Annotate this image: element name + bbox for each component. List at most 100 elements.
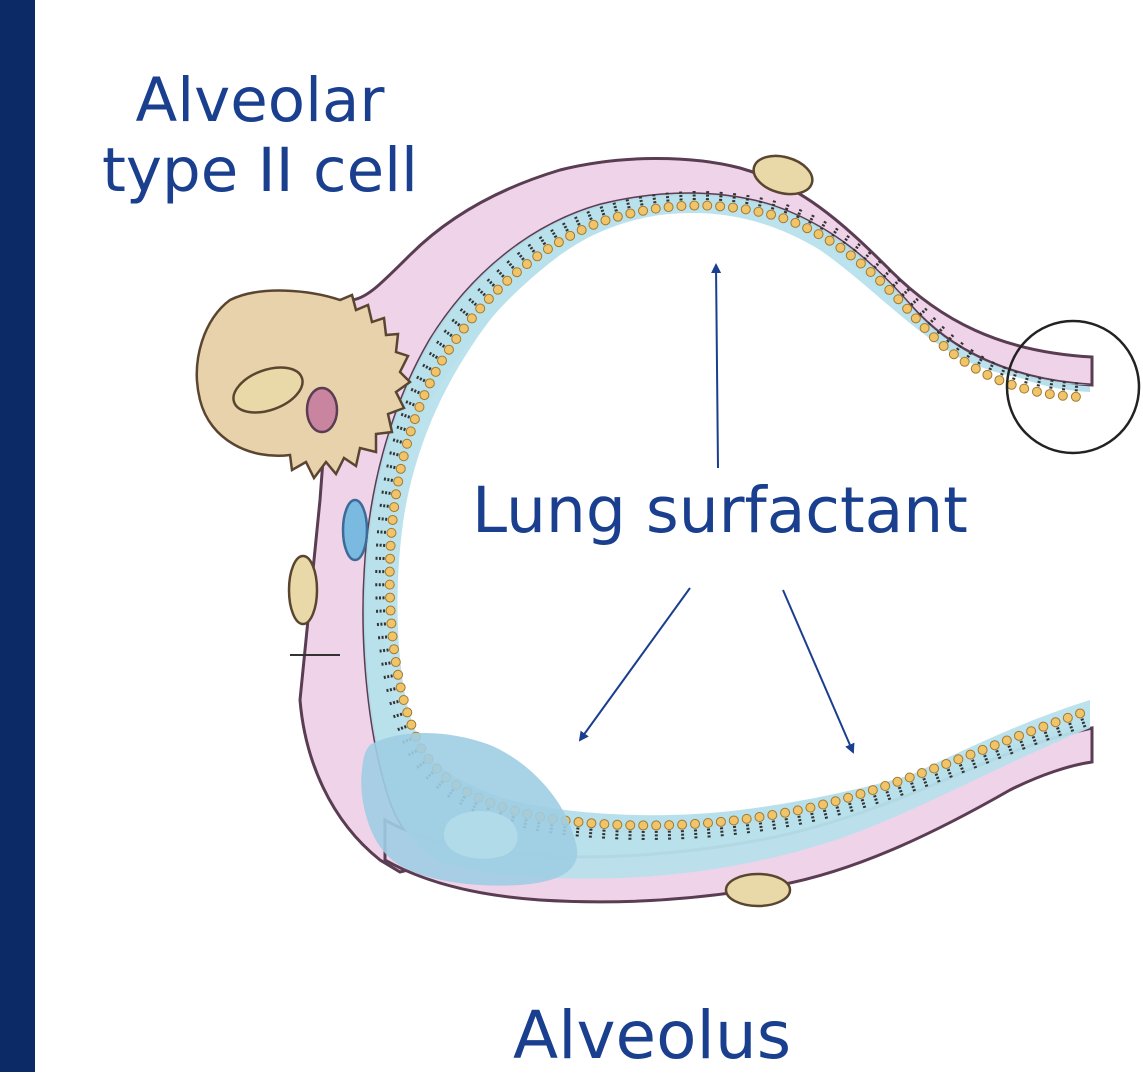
lipid-head xyxy=(664,203,673,212)
lipid-head xyxy=(678,820,687,829)
arrow-to-left-surfactant xyxy=(580,588,690,740)
lipid-head xyxy=(691,819,700,828)
lipid-head xyxy=(493,285,502,294)
lipid-head xyxy=(437,356,446,365)
lipid-head xyxy=(911,314,920,323)
lipid-head xyxy=(866,267,875,276)
lipid-head xyxy=(791,218,800,227)
lipid-head xyxy=(394,477,403,486)
lipid-head xyxy=(626,821,635,830)
lipid-head xyxy=(396,683,405,692)
lipid-head xyxy=(803,224,812,233)
macrophage-nucleus xyxy=(444,811,518,859)
lipid-head xyxy=(836,243,845,252)
lipid-head xyxy=(484,294,493,303)
lipid-head xyxy=(399,452,408,461)
lipid-head xyxy=(716,817,725,826)
lipid-head xyxy=(639,821,648,830)
lipid-head xyxy=(690,201,699,210)
lipid-head xyxy=(825,236,834,245)
lipid-head xyxy=(566,231,575,240)
lipid-head xyxy=(881,782,890,791)
lipid-head xyxy=(613,212,622,221)
lipid-head xyxy=(394,670,403,679)
lipid-head xyxy=(1039,722,1048,731)
lipid-head xyxy=(844,793,853,802)
lipid-head xyxy=(942,759,951,768)
lipid-head xyxy=(1063,713,1072,722)
lipid-head xyxy=(467,314,476,323)
lipid-head xyxy=(589,220,598,229)
lipid-head xyxy=(876,276,885,285)
lipid-head xyxy=(929,333,938,342)
lipid-head xyxy=(768,811,777,820)
lipid-head xyxy=(533,252,542,261)
lipid-head xyxy=(396,464,405,473)
lipid-head xyxy=(939,342,948,351)
lipid-head xyxy=(425,379,434,388)
label-alveolus: Alveolus xyxy=(513,1003,791,1069)
lipid-head xyxy=(390,503,399,512)
lipid-head xyxy=(728,203,737,212)
lipid-head xyxy=(960,357,969,366)
lipid-head xyxy=(917,769,926,778)
lipid-head xyxy=(741,205,750,214)
lipid-head xyxy=(459,324,468,333)
lipid-head xyxy=(806,803,815,812)
lipid-head xyxy=(716,202,725,211)
lipid-head xyxy=(903,304,912,313)
lipid-head xyxy=(407,720,416,729)
lipid-head xyxy=(868,786,877,795)
lipid-head xyxy=(651,204,660,213)
lipid-head xyxy=(793,806,802,815)
lipid-head xyxy=(990,741,999,750)
lipid-head xyxy=(390,645,399,654)
lipid-head xyxy=(930,764,939,773)
lipid-head xyxy=(971,364,980,373)
lipid-head xyxy=(652,821,661,830)
lipid-head xyxy=(814,230,823,239)
arrow-to-right-surfactant xyxy=(783,590,853,752)
lipid-head xyxy=(503,276,512,285)
lipid-head xyxy=(1027,727,1036,736)
lipid-head xyxy=(385,567,394,576)
lipid-head xyxy=(387,528,396,537)
lipid-head xyxy=(893,777,902,786)
lipid-head xyxy=(920,324,929,333)
lipid-head xyxy=(966,750,975,759)
lipid-head xyxy=(452,335,461,344)
lipid-head xyxy=(410,415,419,424)
lipid-head xyxy=(954,755,963,764)
lipid-head xyxy=(781,808,790,817)
lipid-head xyxy=(995,376,1004,385)
label-lung-surfactant: Lung surfactant xyxy=(472,479,968,542)
lipid-head xyxy=(386,606,395,615)
lipid-head xyxy=(905,773,914,782)
lipid-head xyxy=(1051,718,1060,727)
lipid-head xyxy=(1002,736,1011,745)
lipid-head xyxy=(703,818,712,827)
lipid-head xyxy=(522,260,531,269)
lipid-head xyxy=(388,632,397,641)
lipid-head xyxy=(386,593,395,602)
lipid-head xyxy=(885,285,894,294)
lipid-head xyxy=(1076,709,1085,718)
lipid-head xyxy=(587,819,596,828)
lipid-head xyxy=(444,345,453,354)
lipid-head xyxy=(385,580,394,589)
lipid-head xyxy=(856,789,865,798)
lipid-head xyxy=(1007,380,1016,389)
lipid-head xyxy=(386,554,395,563)
lipid-head xyxy=(512,268,521,277)
lipid-head xyxy=(601,216,610,225)
lipid-head xyxy=(1045,390,1054,399)
lipid-head xyxy=(779,214,788,223)
lipid-head xyxy=(1058,391,1067,400)
lipid-head xyxy=(420,391,429,400)
lipid-head xyxy=(388,515,397,524)
lipid-head xyxy=(391,658,400,667)
lipid-head xyxy=(577,226,586,235)
lipid-head xyxy=(1020,384,1029,393)
lipid-head xyxy=(754,207,763,216)
lipid-head xyxy=(742,814,751,823)
